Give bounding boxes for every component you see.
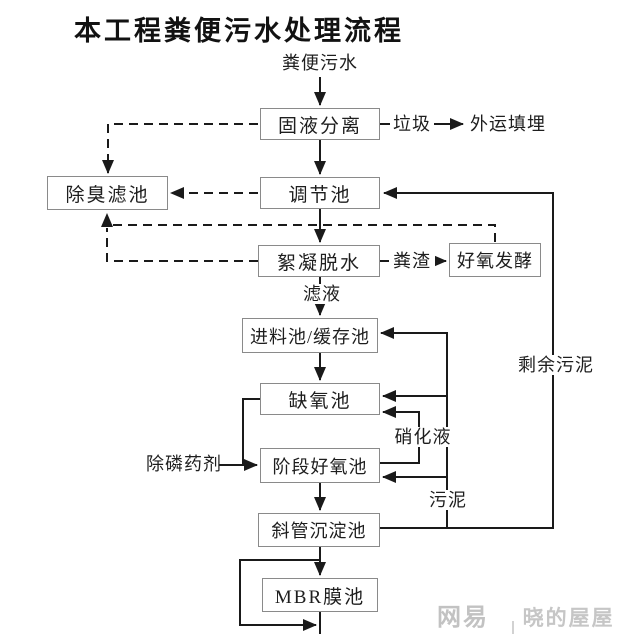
dashed-separation-to-deodorization (102, 123, 258, 174)
label-source-sewage: 粪便污水 (282, 53, 358, 73)
label-phosphorus-removal-agent: 除磷药剂 (146, 454, 222, 474)
node-solid-liquid-separation: 固液分离 (260, 108, 380, 140)
watermark-divider (512, 621, 514, 634)
node-staged-aerobic-pool: 阶段好氧池 (260, 448, 380, 483)
node-deodorization-filter: 除臭滤池 (47, 176, 168, 210)
label-filtrate: 滤液 (299, 284, 345, 304)
watermark-brand-logo: 网易号 (437, 605, 489, 631)
node-flocculation-dewatering: 絮凝脱水 (258, 245, 380, 277)
node-anoxic-pool: 缺氧池 (260, 383, 380, 415)
node-aerobic-fermentation: 好氧发酵 (449, 243, 541, 277)
label-excess-sludge: 剩余污泥 (514, 355, 598, 375)
line-anoxic-left-down (242, 398, 260, 465)
node-mbr-membrane-pool: MBR膜池 (262, 578, 378, 612)
watermark: 网易号 晓的屋屋呀 (437, 597, 620, 634)
dashed-fermentation-to-deodorization (101, 213, 496, 242)
label-nitrification-liquid: 硝化液 (390, 427, 456, 447)
label-landfill: 外运填埋 (470, 114, 546, 134)
diagram-title: 本工程粪便污水处理流程 (74, 16, 404, 46)
dashed-flocculation-to-deodorization (106, 228, 258, 262)
label-garbage: 垃圾 (390, 114, 434, 134)
label-fecal-residue: 粪渣 (389, 251, 435, 271)
node-inclined-tube-sedimentation-pool: 斜管沉淀池 (258, 513, 380, 547)
watermark-author: 晓的屋屋呀 (522, 606, 615, 630)
node-regulation-pool: 调节池 (260, 177, 380, 209)
arrow-sludge-return-to-feedpool (380, 327, 448, 528)
label-sludge: 污泥 (424, 490, 472, 510)
node-feed-buffer-pool: 进料池/缓存池 (242, 318, 378, 353)
arrow-mbr-bypass-loop (239, 559, 320, 631)
